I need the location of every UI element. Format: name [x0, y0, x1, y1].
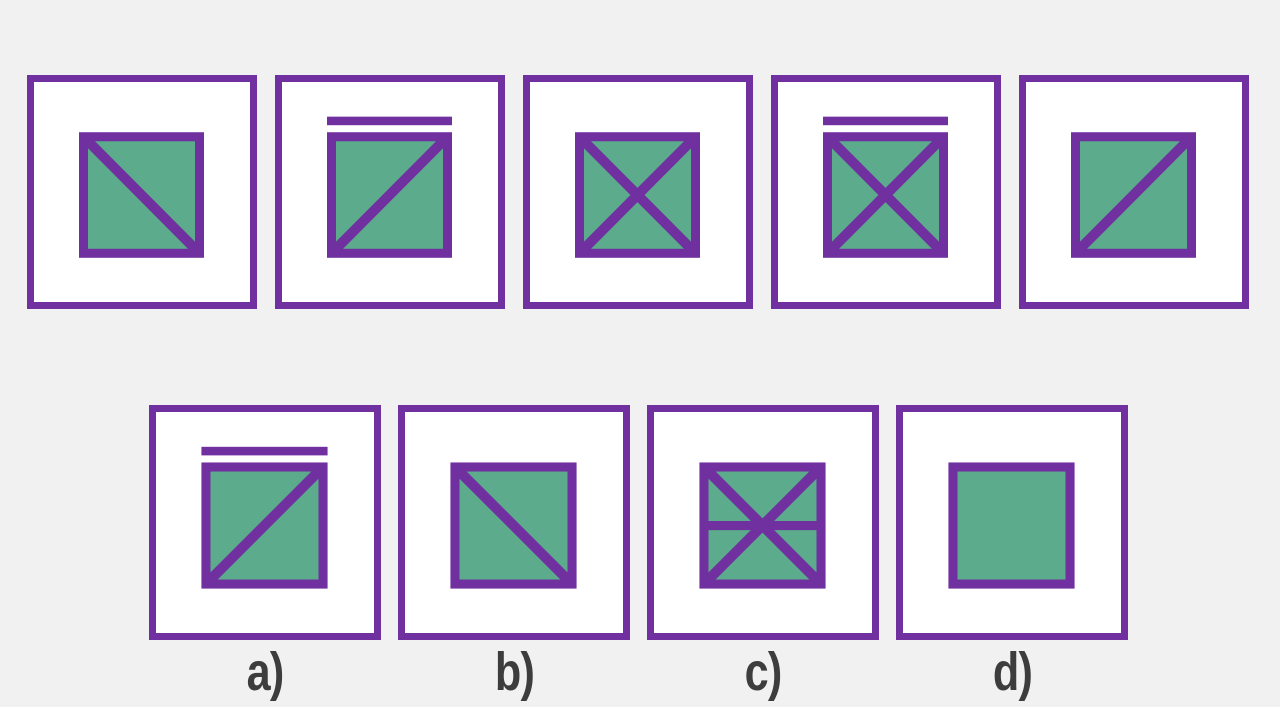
sequence-tile-1-figure [79, 132, 204, 258]
option-c[interactable] [647, 405, 879, 640]
sequence-tile-5 [1019, 75, 1249, 309]
diagonal-up-line [576, 133, 699, 257]
option-b-label[interactable]: b) [494, 642, 534, 702]
option-a-choice[interactable]: a) [149, 405, 381, 700]
option-c-figure [699, 462, 826, 589]
sequence-tile-4-figure [823, 116, 948, 258]
option-b-figure [450, 462, 577, 589]
diagonal-down-line [80, 133, 203, 257]
diagonal-up-line [824, 133, 947, 257]
diagonal-up-line [202, 463, 327, 588]
top-bar-mark [201, 446, 328, 456]
sequence-tile-4 [771, 75, 1001, 309]
option-b-choice[interactable]: b) [398, 405, 630, 700]
option-c-choice[interactable]: c) [647, 405, 879, 700]
sequence-tile-2 [275, 75, 505, 309]
option-d-choice[interactable]: d) [896, 405, 1128, 700]
sequence-tile-3 [523, 75, 753, 309]
bottom-strip [0, 707, 1280, 720]
option-d-label[interactable]: d) [992, 642, 1032, 702]
option-b[interactable] [398, 405, 630, 640]
sequence-tile-3-figure [575, 132, 700, 258]
top-bar-mark [327, 116, 452, 126]
option-a-figure [201, 446, 328, 589]
sequence-tile-2-figure [327, 116, 452, 258]
sequence-tile-5-figure [1071, 132, 1196, 258]
diagonal-up-line [328, 133, 451, 257]
inner-square [948, 462, 1075, 589]
sequence-tile-1 [27, 75, 257, 309]
option-d-figure [948, 462, 1075, 589]
diagonal-up-line [1072, 133, 1195, 257]
options-row: a) b) c) d) [149, 405, 1128, 700]
option-c-label[interactable]: c) [744, 642, 783, 702]
diagonal-down-line [451, 463, 576, 588]
option-a[interactable] [149, 405, 381, 640]
option-a-label[interactable]: a) [246, 642, 285, 702]
sequence-row [27, 75, 1249, 309]
option-d[interactable] [896, 405, 1128, 640]
top-bar-mark [823, 116, 948, 126]
